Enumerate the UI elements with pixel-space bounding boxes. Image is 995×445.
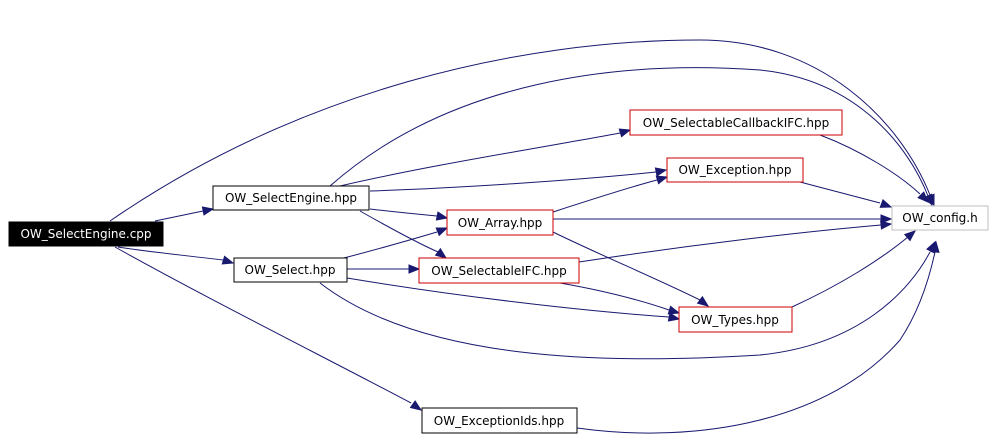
node-ow-select-hpp[interactable]: OW_Select.hpp <box>233 257 348 283</box>
node-label: OW_Types.hpp <box>691 313 779 327</box>
arrowhead <box>201 206 215 216</box>
node-label: OW_Array.hpp <box>458 216 543 230</box>
arrowhead <box>879 198 893 208</box>
edge-line <box>339 132 621 187</box>
edge-selectable-callback-ifc-hpp-to-config-h <box>819 134 929 203</box>
arrowhead <box>880 220 893 230</box>
arrowhead <box>618 128 632 138</box>
edge-line <box>114 246 412 404</box>
node-ow-selectablecallbackifc-hpp[interactable]: OW_SelectableCallbackIFC.hpp <box>629 109 843 136</box>
arrowhead <box>903 230 917 242</box>
edge-root-to-select-engine-hpp <box>154 206 215 222</box>
edge-types-hpp-to-config-h <box>791 230 917 308</box>
edge-line <box>799 181 881 204</box>
arrowhead <box>408 264 421 274</box>
edge-select-engine-hpp-to-exception-hpp <box>369 167 668 192</box>
edge-line <box>552 231 701 301</box>
edge-select-hpp-to-config-h <box>319 240 936 360</box>
node-ow-selectableifc-hpp[interactable]: OW_SelectableIFC.hpp <box>418 257 580 284</box>
edge-line <box>576 251 936 434</box>
edge-line <box>329 67 929 197</box>
arrowhead <box>917 191 929 203</box>
edge-line <box>339 231 438 260</box>
edge-line <box>369 208 438 217</box>
node-label: OW_SelectableCallbackIFC.hpp <box>643 116 829 130</box>
edge-line <box>359 210 439 253</box>
edge-array-hpp-to-types-hpp <box>552 231 710 307</box>
edge-select-engine-hpp-to-selectable-ifc-hpp <box>359 210 448 259</box>
edge-line <box>154 210 204 222</box>
edge-select-hpp-to-array-hpp <box>339 227 449 260</box>
arrowhead <box>667 305 681 315</box>
edge-select-hpp-to-selectable-ifc-hpp <box>347 264 421 274</box>
edge-root-to-exception-ids-hpp <box>114 246 423 411</box>
edge-line <box>109 39 931 222</box>
arrowhead <box>435 211 449 221</box>
arrowhead <box>930 240 940 253</box>
node-ow-selectengine-cpp[interactable]: OW_SelectEngine.cpp <box>8 221 164 247</box>
node-label: OW_Exception.hpp <box>678 163 791 177</box>
arrowhead <box>880 214 893 224</box>
edge-line <box>319 251 931 360</box>
arrowhead <box>655 175 669 185</box>
arrowhead <box>434 247 448 259</box>
edge-line <box>559 282 670 311</box>
arrowhead <box>435 227 449 237</box>
node-label: OW_SelectEngine.cpp <box>20 227 151 241</box>
edge-select-hpp-to-types-hpp <box>346 277 681 322</box>
edge-select-engine-hpp-to-selectable-callback-ifc-hpp <box>339 128 632 187</box>
edge-line <box>117 246 224 261</box>
edge-line <box>552 179 658 213</box>
edge-line <box>578 224 882 263</box>
edge-line <box>369 171 657 192</box>
arrowhead <box>696 295 710 307</box>
arrowhead <box>654 167 668 177</box>
edge-exception-hpp-to-config-h <box>799 181 893 208</box>
edge-line <box>346 277 670 318</box>
node-label: OW_config.h <box>902 211 977 225</box>
arrowhead <box>221 255 235 265</box>
edge-line <box>791 236 909 308</box>
node-label: OW_SelectableIFC.hpp <box>431 264 567 278</box>
edge-root-to-select-hpp <box>117 246 235 265</box>
nodes-layer: OW_SelectEngine.cpp OW_SelectEngine.hpp … <box>8 109 989 434</box>
node-ow-selectengine-hpp[interactable]: OW_SelectEngine.hpp <box>212 185 370 211</box>
edge-select-engine-hpp-to-array-hpp <box>369 208 449 221</box>
node-label: OW_SelectEngine.hpp <box>225 191 357 205</box>
node-ow-array-hpp[interactable]: OW_Array.hpp <box>446 209 554 236</box>
edge-array-hpp-to-exception-hpp <box>552 175 669 213</box>
edges-layer <box>109 39 940 434</box>
node-label: OW_Select.hpp <box>245 263 336 277</box>
node-label: OW_ExceptionIds.hpp <box>434 414 564 428</box>
edge-select-engine-hpp-to-config-h <box>329 67 933 207</box>
arrowhead <box>409 400 423 411</box>
edge-array-hpp-to-config-h <box>553 214 893 224</box>
arrowhead <box>667 312 681 322</box>
edge-exception-ids-hpp-to-config-h <box>576 240 940 434</box>
edge-selectable-ifc-hpp-to-types-hpp <box>559 282 681 315</box>
edge-selectable-ifc-hpp-to-config-h <box>578 220 893 263</box>
edge-line <box>819 134 921 195</box>
node-ow-types-hpp[interactable]: OW_Types.hpp <box>678 306 793 333</box>
node-ow-exceptionids-hpp[interactable]: OW_ExceptionIds.hpp <box>421 407 578 434</box>
node-ow-exception-hpp[interactable]: OW_Exception.hpp <box>666 157 804 183</box>
node-ow-config-h[interactable]: OW_config.h <box>891 205 989 231</box>
